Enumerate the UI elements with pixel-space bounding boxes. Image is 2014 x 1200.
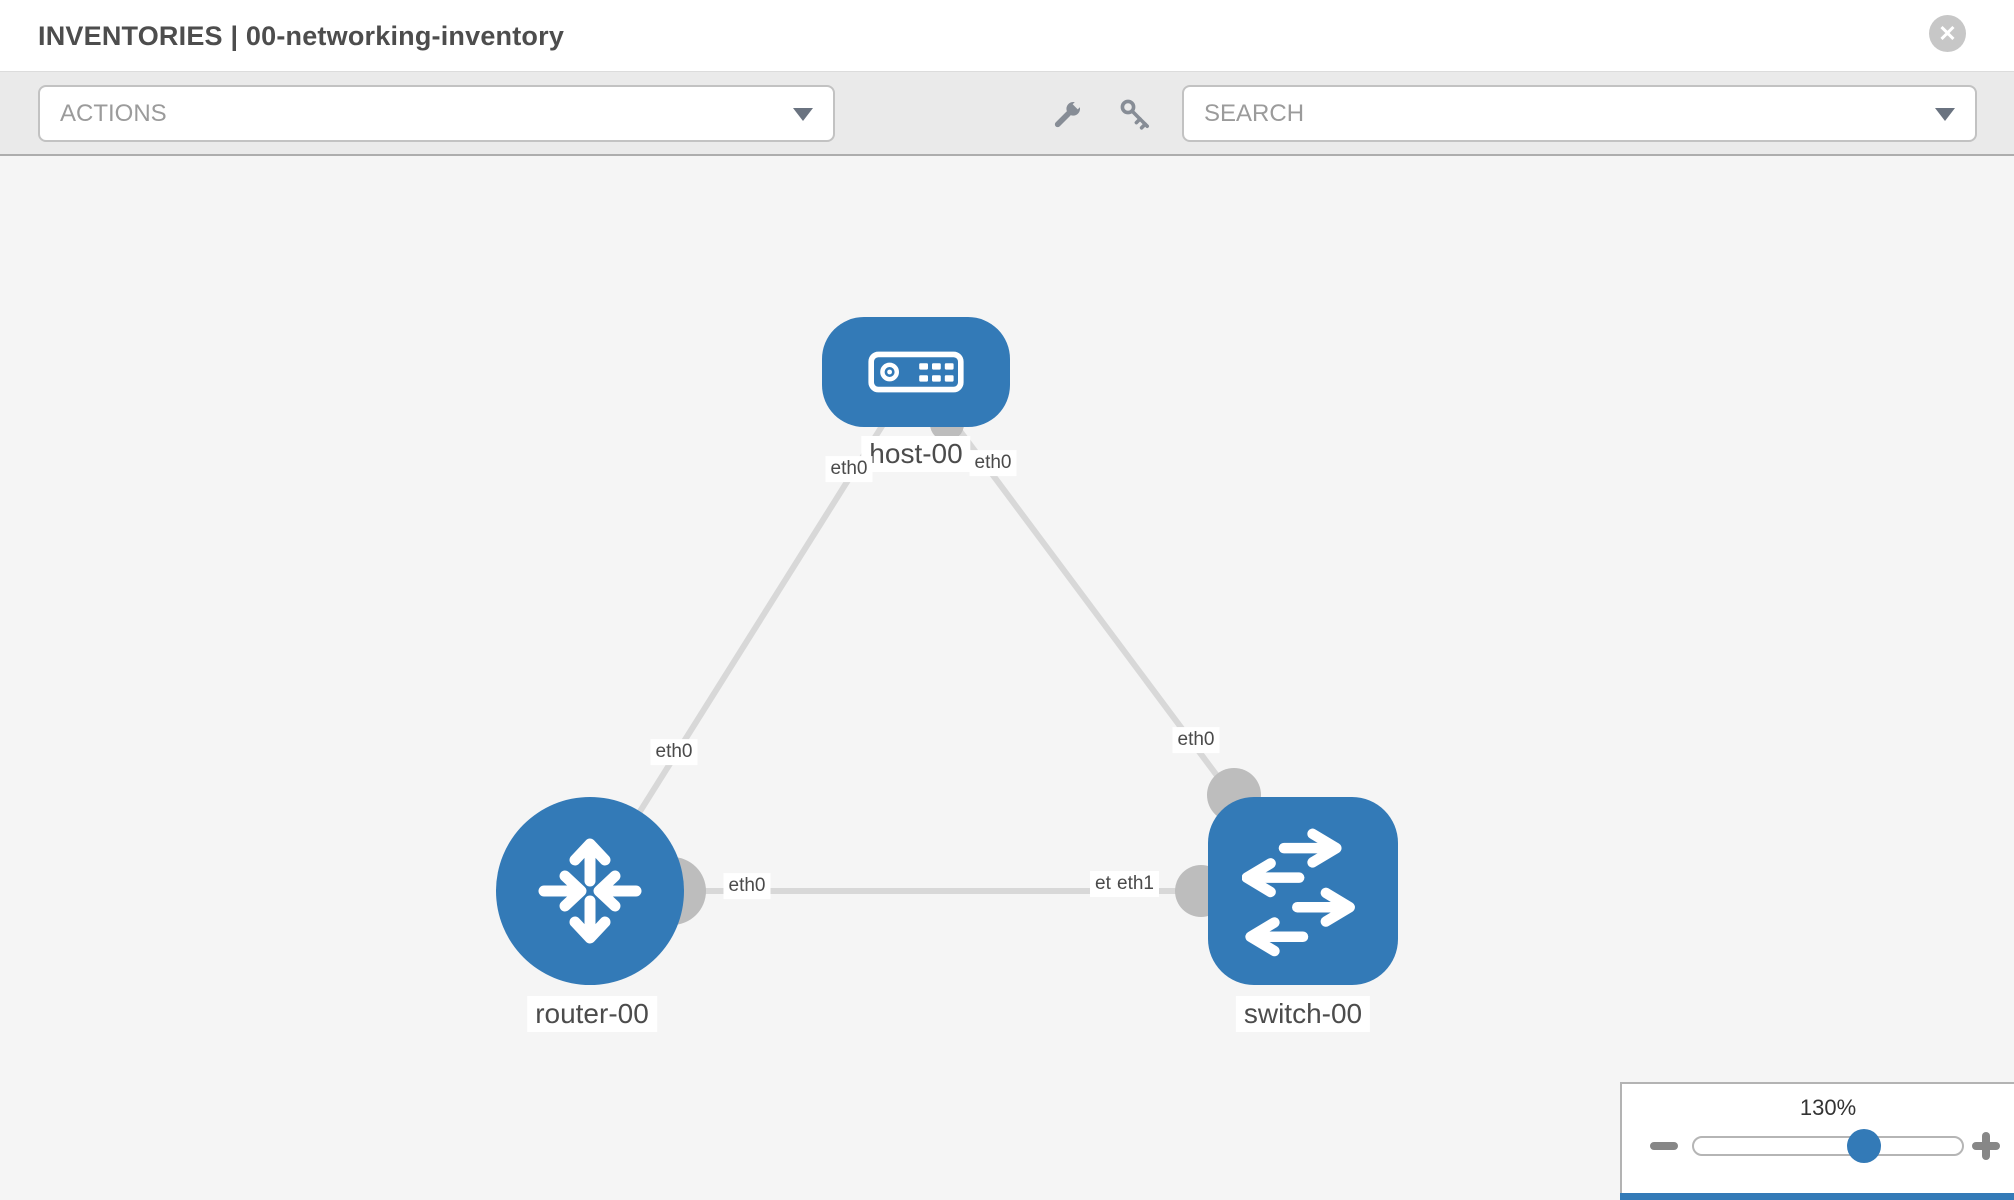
zoom-control-panel: 130%: [1620, 1082, 2014, 1200]
actions-dropdown[interactable]: ACTIONS: [38, 85, 835, 142]
page-title: INVENTORIES | 00-networking-inventory: [38, 20, 565, 51]
close-icon: ✕: [1938, 20, 1957, 46]
node-host-00[interactable]: [822, 317, 1010, 427]
chevron-down-icon: [793, 107, 813, 121]
router-icon: [538, 838, 642, 944]
node-label-host: host-00: [861, 436, 971, 472]
node-label-router: router-00: [527, 996, 657, 1032]
search-dropdown[interactable]: SEARCH: [1182, 85, 1977, 142]
host-device-icon: [868, 351, 964, 393]
credentials-button[interactable]: [1113, 92, 1159, 138]
actions-dropdown-label: ACTIONS: [60, 99, 167, 127]
iface-label-host-eth0-left: eth0: [825, 456, 873, 482]
iface-label-host-eth0-right: eth0: [969, 450, 1017, 476]
configure-button[interactable]: [1044, 92, 1090, 138]
iface-label-switch-uplink: eth0: [1172, 727, 1220, 753]
zoom-level-value: 130%: [1799, 1095, 1857, 1120]
toolbar: ACTIONS SEARCH: [0, 72, 2014, 156]
zoom-slider-knob[interactable]: [1847, 1129, 1881, 1163]
zoom-slider-track[interactable]: [1692, 1136, 1964, 1156]
switch-icon: [1242, 828, 1355, 957]
node-router-00[interactable]: [496, 797, 684, 985]
zoom-in-button[interactable]: [1972, 1132, 2000, 1160]
iface-label-switch-eth1: eth1: [1112, 871, 1159, 897]
wrench-icon: [1054, 99, 1083, 128]
key-icon: [1120, 99, 1149, 130]
search-placeholder: SEARCH: [1204, 99, 1305, 127]
zoom-out-button[interactable]: [1650, 1137, 1680, 1155]
iface-label-router-uplink: eth0: [650, 739, 698, 765]
chevron-down-icon: [1935, 107, 1955, 121]
node-switch-00[interactable]: [1208, 797, 1398, 985]
iface-label-router-link: eth0: [723, 873, 771, 899]
panel-footer-bar: [1620, 1193, 2014, 1200]
header: INVENTORIES | 00-networking-inventory ✕: [0, 0, 2014, 72]
close-button[interactable]: ✕: [1929, 15, 1966, 52]
node-label-switch: switch-00: [1235, 996, 1371, 1032]
